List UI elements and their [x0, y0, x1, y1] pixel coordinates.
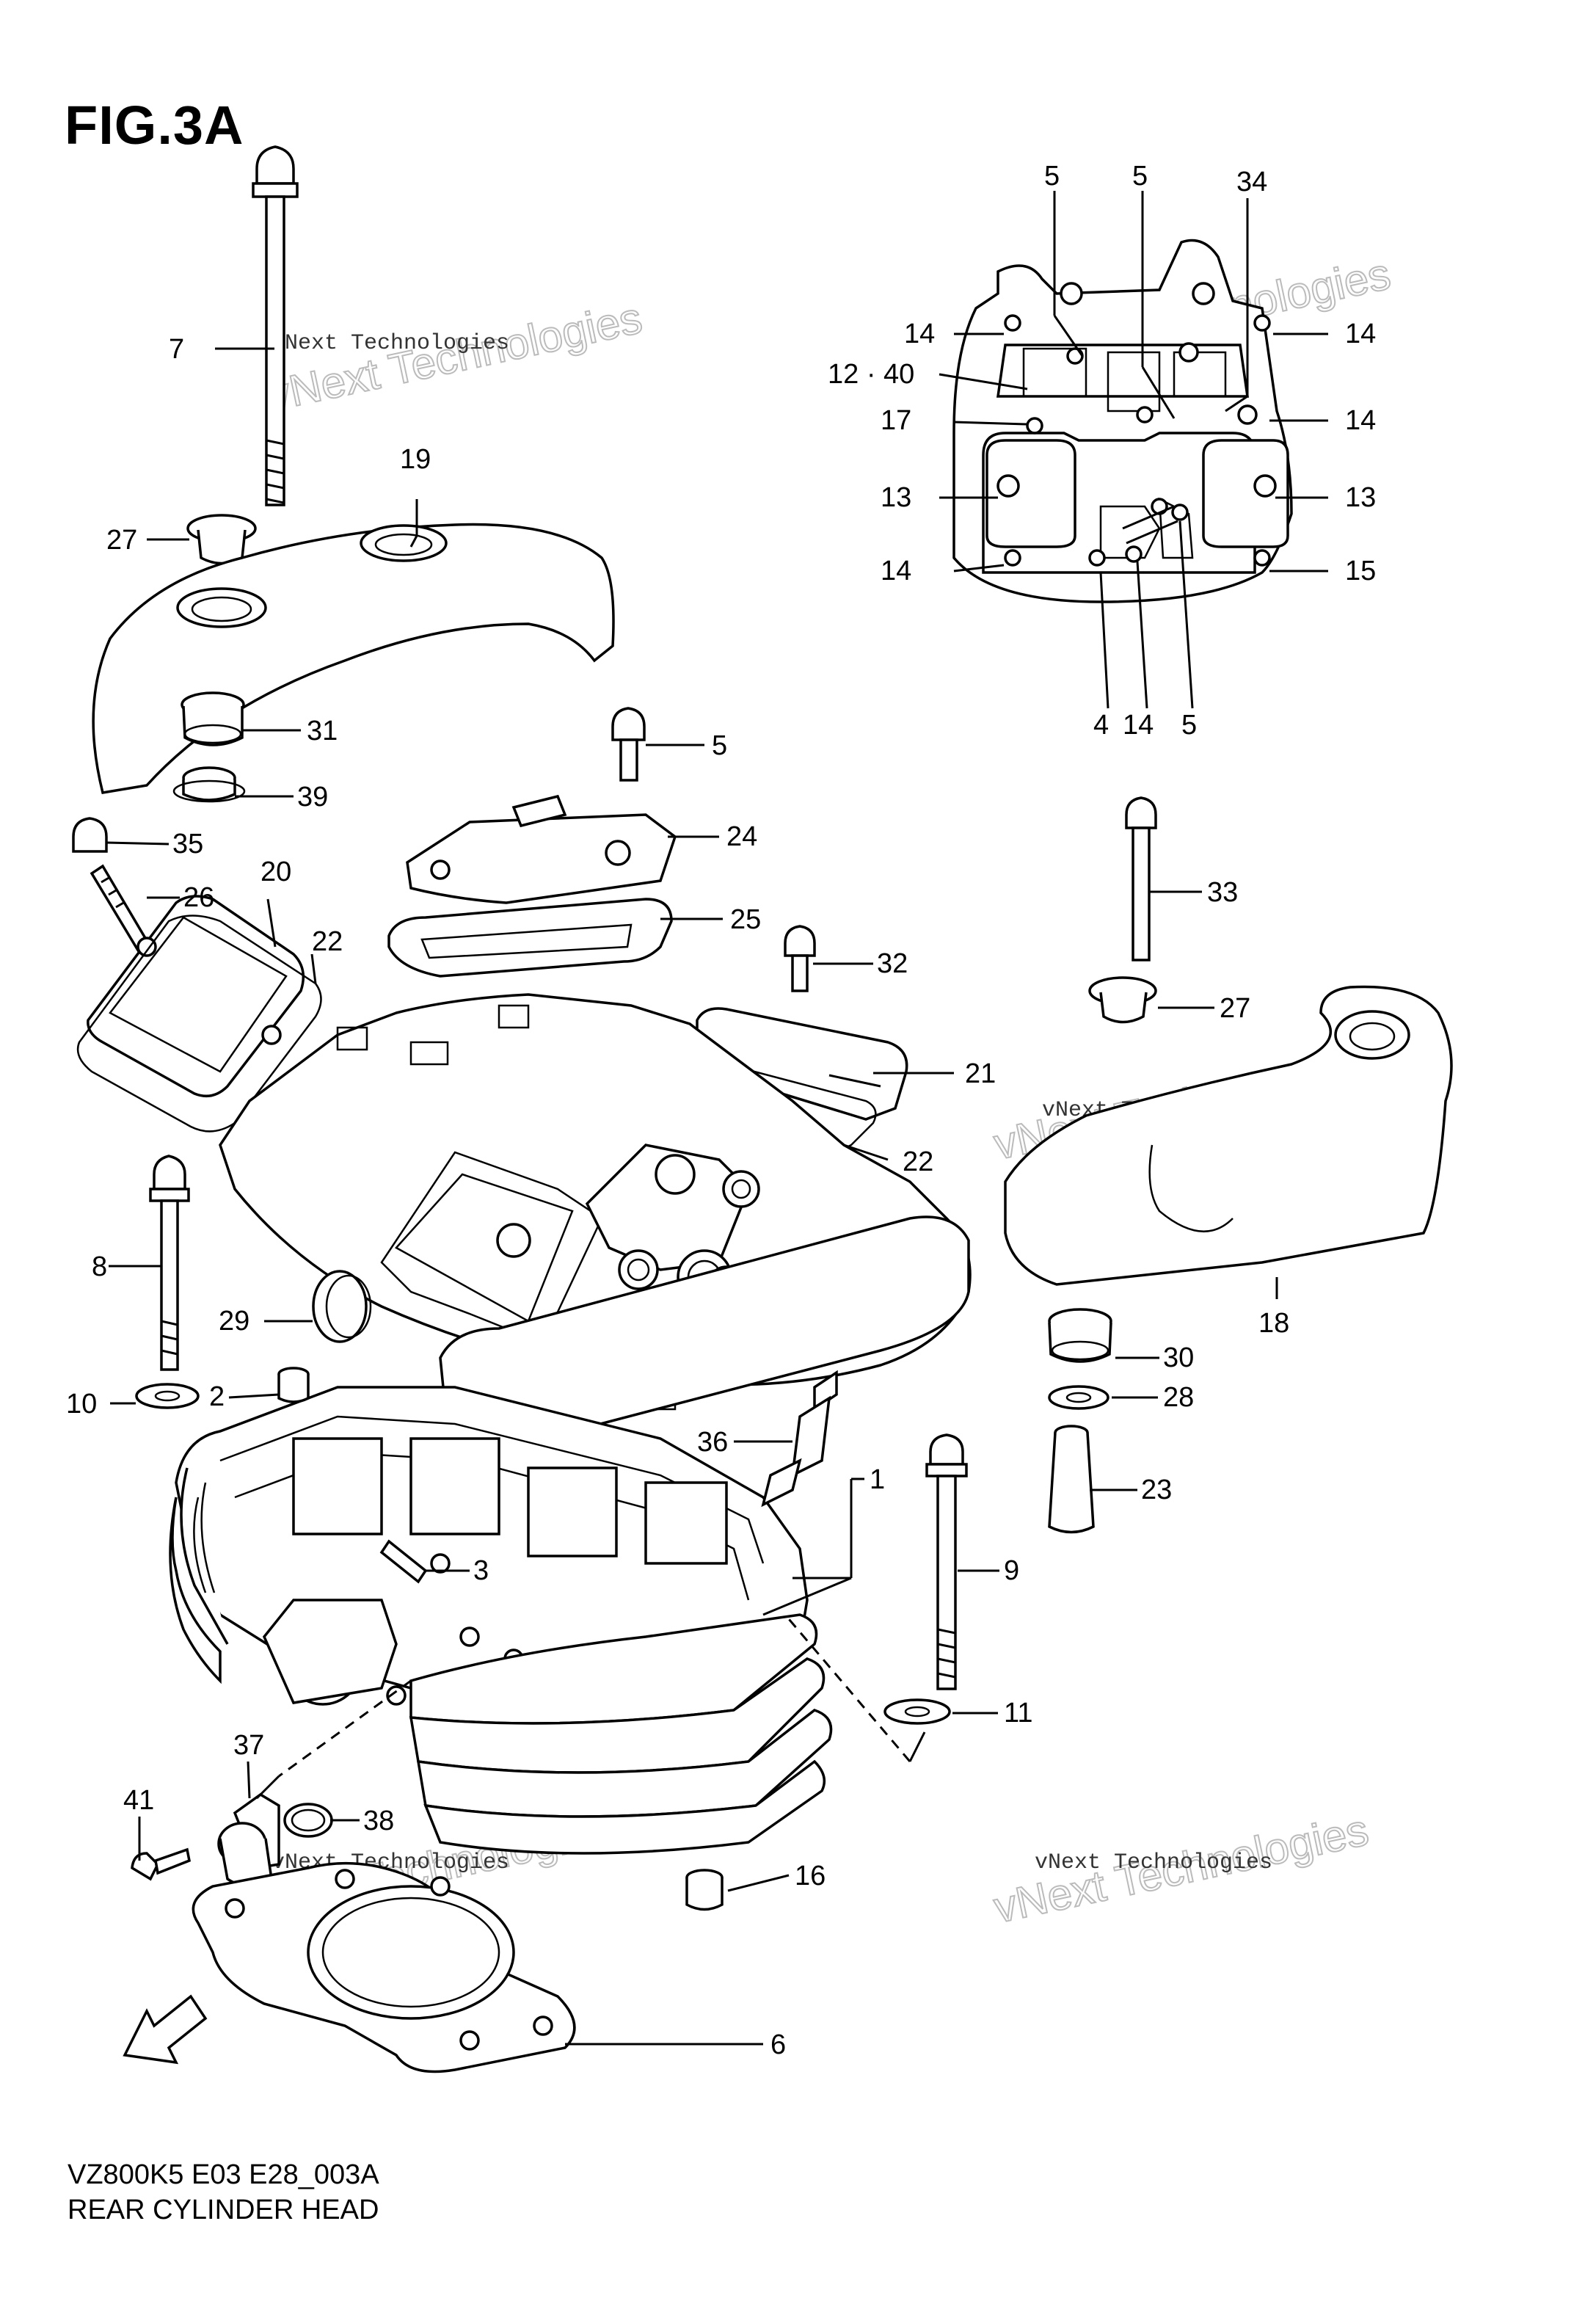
- callout-39: 39: [297, 782, 328, 813]
- callout-27: 27: [1220, 993, 1250, 1024]
- callout-numbers: 5 5 34 14 14 12 · 40 17 14 13 13 14 15 4…: [66, 161, 1376, 2060]
- callout-14: 14: [1345, 405, 1376, 436]
- callout-30: 30: [1163, 1342, 1194, 1373]
- callout-23: 23: [1141, 1475, 1172, 1505]
- cylinder-head-1: [169, 993, 972, 1855]
- callout-2: 2: [209, 1381, 225, 1412]
- callout-8: 8: [92, 1251, 107, 1282]
- callout-5: 5: [1044, 161, 1060, 192]
- callout-15: 15: [1345, 556, 1376, 586]
- callout-33: 33: [1207, 877, 1238, 908]
- callout-5: 5: [1132, 161, 1148, 192]
- nut-35: [72, 817, 108, 853]
- callout-6: 6: [770, 2029, 786, 2060]
- callout-26: 26: [183, 882, 214, 913]
- callout-22: 22: [903, 1146, 933, 1177]
- gasket-22-left: [76, 915, 322, 1133]
- cover-19: [92, 523, 615, 794]
- o-ring-38: [283, 1803, 333, 1838]
- washer-10: [135, 1383, 200, 1409]
- callout-24: 24: [726, 821, 757, 852]
- bolt-7: [252, 145, 299, 506]
- callout-19: 19: [400, 444, 431, 475]
- model-code: VZ800K5 E03 E28_003A: [68, 2159, 379, 2190]
- callout-14: 14: [904, 319, 935, 349]
- seal-29: [312, 1270, 372, 1343]
- forward-arrow-icon: FWD: [123, 1994, 208, 2065]
- callout-18: 18: [1258, 1308, 1289, 1339]
- callout-28: 28: [1163, 1382, 1194, 1413]
- grommet-31: [181, 691, 245, 746]
- callout-32: 32: [877, 948, 908, 979]
- callout-41: 41: [123, 1785, 154, 1816]
- callout-9: 9: [1004, 1555, 1019, 1586]
- callout-5: 5: [712, 730, 727, 761]
- washer-11: [883, 1698, 951, 1725]
- callout-25: 25: [730, 904, 761, 935]
- cover-18: [1004, 985, 1453, 1286]
- cover-20: [87, 895, 305, 1098]
- sleeve-23: [1048, 1425, 1095, 1534]
- dowel-2: [277, 1367, 310, 1403]
- cover-24: [406, 794, 677, 904]
- inset-head-top-view: [952, 239, 1293, 603]
- callout-17: 17: [881, 405, 911, 436]
- union-37: [217, 1792, 280, 1888]
- collar-39: [172, 766, 246, 803]
- grommet-27-left: [186, 514, 257, 565]
- bolt-41: [131, 1847, 192, 1881]
- stud-3: [379, 1539, 428, 1584]
- callout-14: 14: [1123, 710, 1154, 741]
- grommet-27-right: [1088, 976, 1157, 1024]
- grommet-30: [1048, 1308, 1112, 1363]
- watermark-small: vNext Technologies: [272, 331, 509, 356]
- callout-14: 14: [881, 556, 911, 586]
- watermark-big: vNext Technologies: [263, 293, 646, 420]
- callout-7: 7: [169, 334, 184, 365]
- leader-lines: [106, 191, 1328, 2046]
- callout-38: 38: [363, 1806, 394, 1836]
- head-gasket-6: [192, 1861, 576, 2073]
- callout-16: 16: [795, 1861, 826, 1891]
- callout-21: 21: [965, 1058, 996, 1089]
- callout-34: 34: [1236, 167, 1267, 197]
- callout-5: 5: [1181, 710, 1197, 741]
- callout-3: 3: [473, 1555, 489, 1586]
- callout-36: 36: [697, 1427, 728, 1458]
- washer-28: [1048, 1385, 1109, 1410]
- bolt-32: [784, 925, 816, 992]
- bolt-33: [1125, 796, 1157, 961]
- callout-14: 14: [1345, 319, 1376, 349]
- callout-27: 27: [106, 525, 137, 556]
- callout-20: 20: [260, 857, 291, 887]
- bolt-5: [611, 707, 646, 782]
- callout-1: 1: [870, 1464, 885, 1495]
- callout-12-40: 12 · 40: [828, 359, 914, 390]
- callout-31: 31: [307, 716, 338, 746]
- spark-plug-36: [761, 1370, 838, 1508]
- callout-13: 13: [881, 482, 911, 513]
- figure-caption: REAR CYLINDER HEAD: [68, 2195, 379, 2225]
- bolt-9: [925, 1433, 968, 1690]
- callout-13: 13: [1345, 482, 1376, 513]
- dowel-16: [685, 1869, 724, 1911]
- bolt-8: [149, 1155, 190, 1371]
- callout-35: 35: [172, 829, 203, 859]
- callout-37: 37: [233, 1730, 264, 1761]
- callout-4: 4: [1093, 710, 1109, 741]
- figure-title: FIG.3A: [65, 95, 244, 156]
- callout-22: 22: [312, 926, 343, 957]
- callout-29: 29: [219, 1306, 249, 1337]
- gasket-25: [387, 898, 673, 978]
- watermark-small: vNext Technologies: [1035, 1850, 1272, 1875]
- callout-11: 11: [1004, 1698, 1032, 1728]
- callout-10: 10: [66, 1389, 97, 1419]
